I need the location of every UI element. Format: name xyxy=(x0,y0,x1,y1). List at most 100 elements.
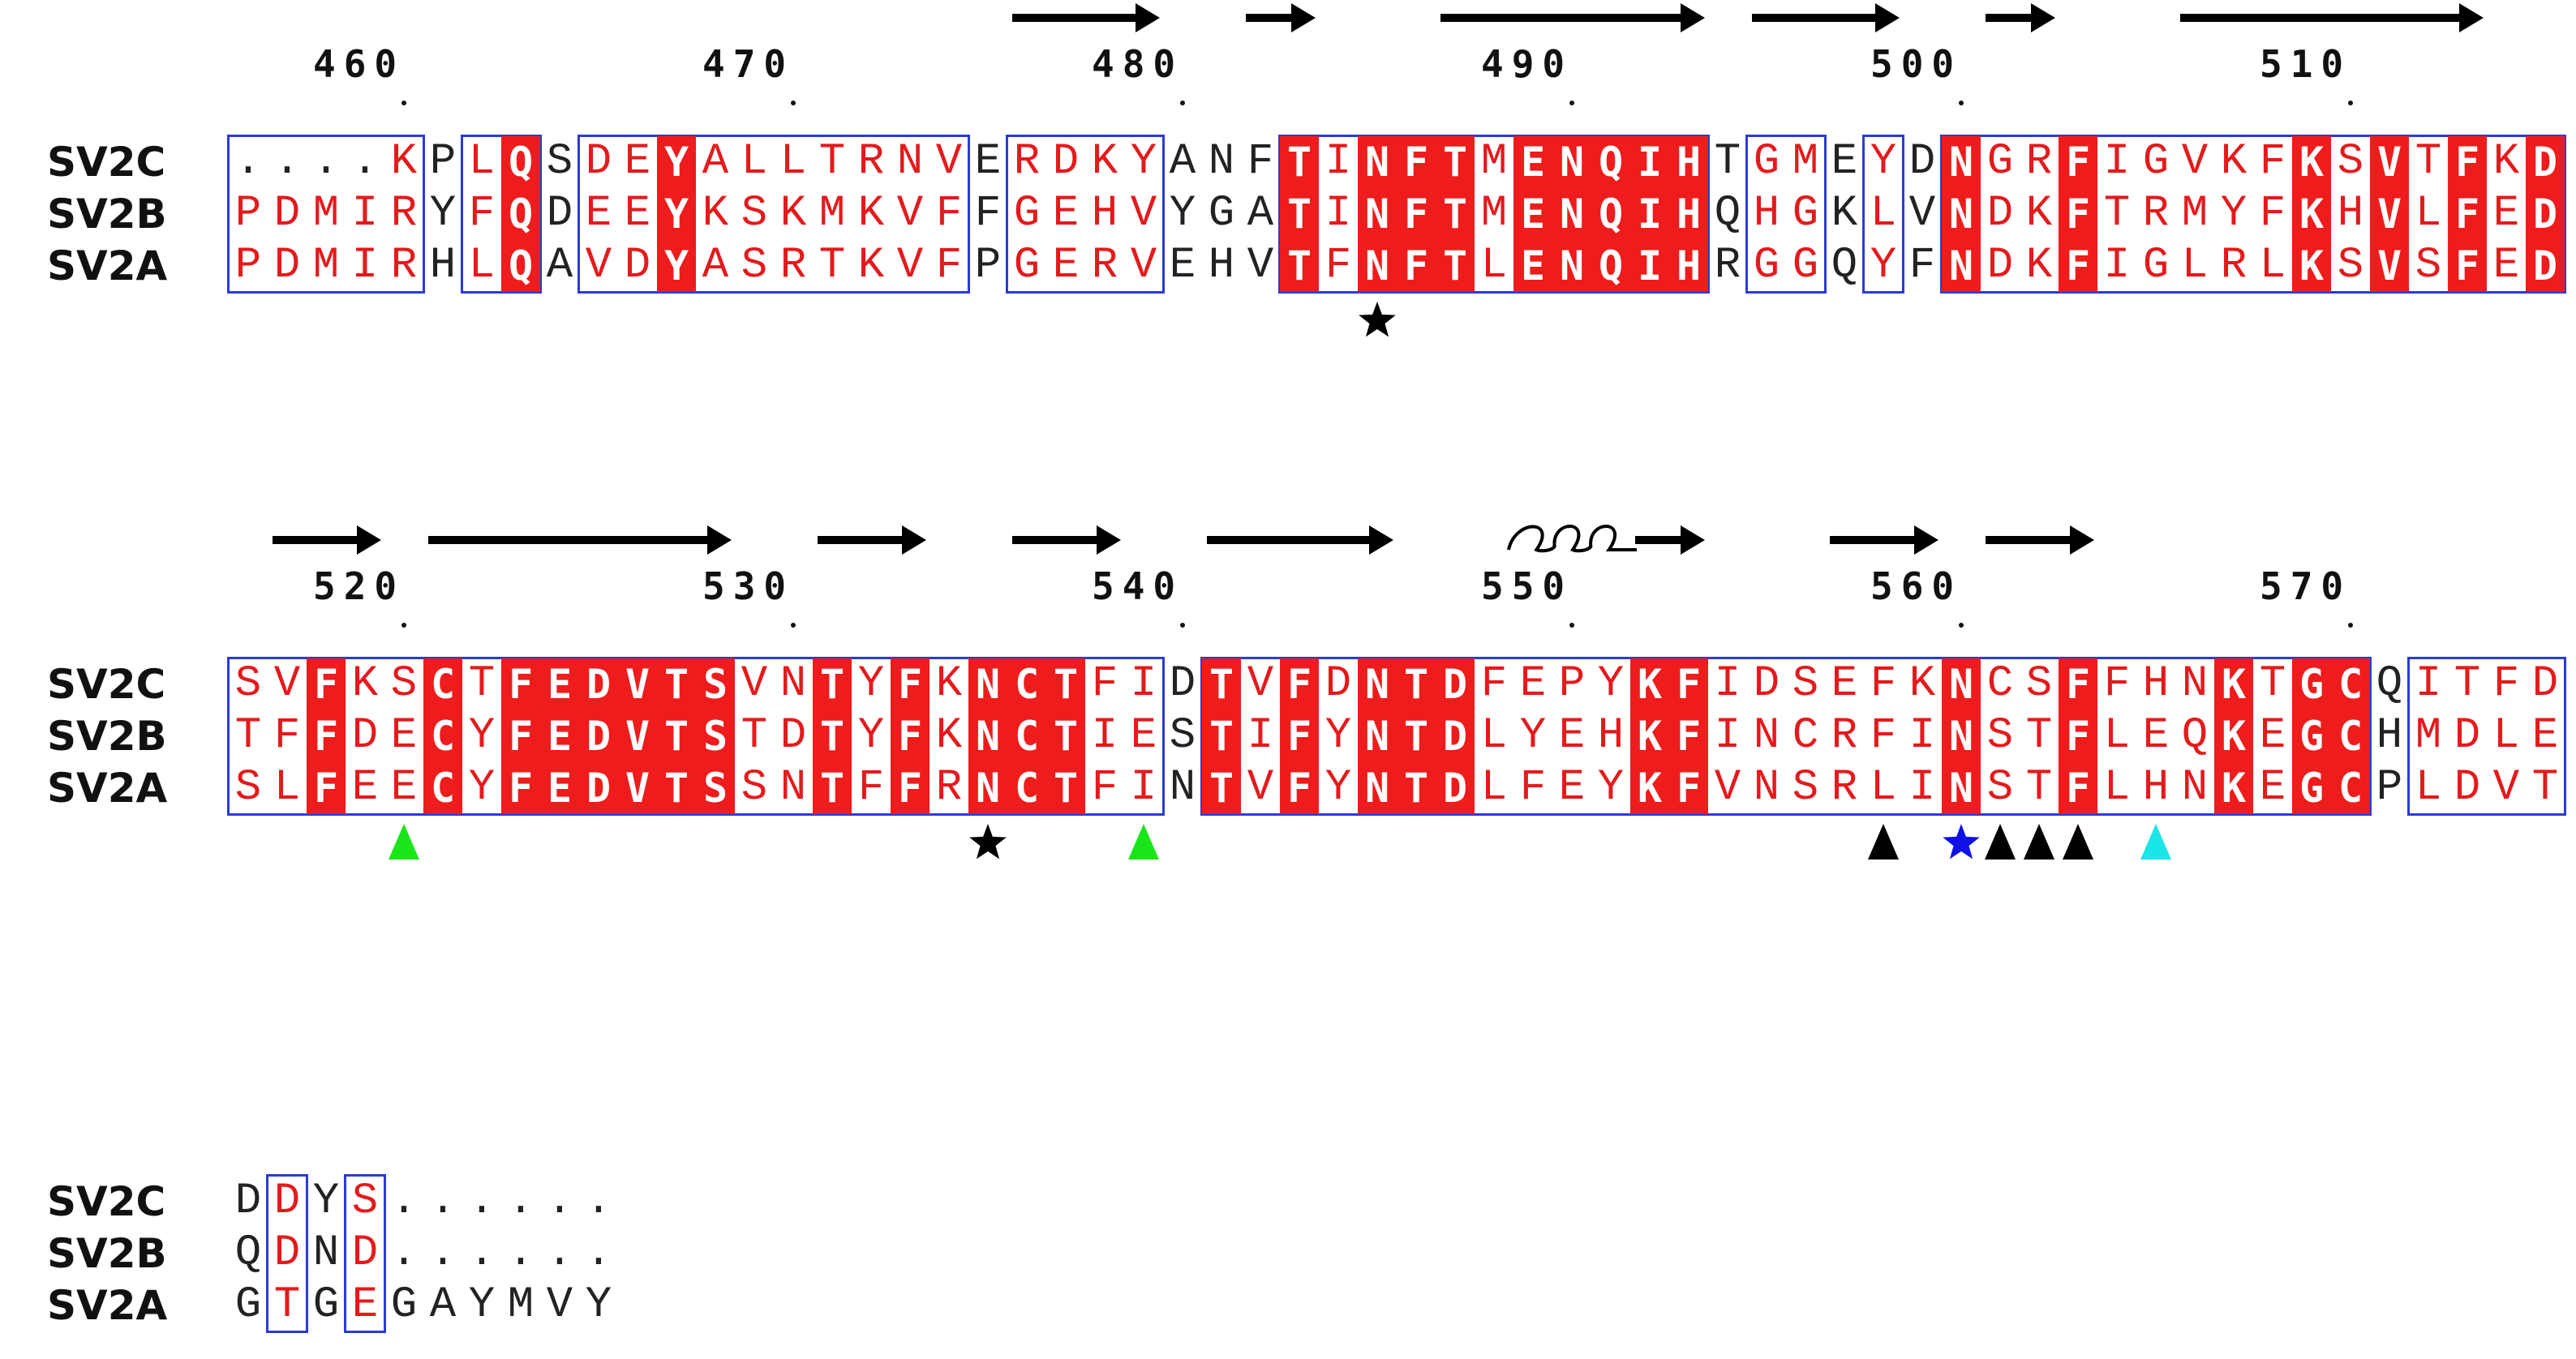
sequence-name-sv2c: SV2C xyxy=(47,661,166,708)
residue: D xyxy=(779,711,807,761)
residue: Q xyxy=(508,191,534,238)
residue: N xyxy=(1364,713,1390,760)
residue: V xyxy=(585,241,612,290)
residue: V xyxy=(273,659,301,709)
residue: S xyxy=(1986,711,2014,761)
residue: D xyxy=(1442,765,1468,812)
residue: T xyxy=(663,765,689,812)
residue: T xyxy=(1053,765,1079,812)
residue: N xyxy=(975,713,1001,760)
residue: V xyxy=(2492,763,2520,812)
residue: Y xyxy=(663,139,689,186)
residue: . xyxy=(468,1177,496,1226)
residue: L xyxy=(2103,711,2131,761)
residue: H xyxy=(429,241,457,290)
sequence-name-sv2b: SV2B xyxy=(47,191,167,238)
residue: T xyxy=(1286,139,1312,186)
beta-strand-arrow xyxy=(273,525,381,555)
residue: Q xyxy=(508,242,534,289)
residue: N xyxy=(1948,139,1974,186)
residue: R xyxy=(390,189,418,238)
residue: Q xyxy=(2376,659,2403,709)
residue: F xyxy=(2454,191,2480,238)
residue: P xyxy=(2376,763,2403,812)
residue: D xyxy=(2454,711,2481,761)
residue: E xyxy=(585,189,612,238)
sequence-name-sv2c: SV2C xyxy=(47,1178,166,1225)
residue: C xyxy=(1014,661,1040,708)
residue: Q xyxy=(1714,189,1741,238)
triangle-marker xyxy=(2024,824,2054,860)
residue: F xyxy=(2454,139,2480,186)
identical-block xyxy=(1202,658,1241,814)
residue: T xyxy=(819,713,845,760)
residue: Y xyxy=(429,189,457,238)
residue: E xyxy=(351,763,379,812)
alpha-helix-coil xyxy=(1507,525,1637,553)
residue: K xyxy=(935,711,963,761)
residue: F xyxy=(1519,763,1547,812)
residue: F xyxy=(2259,137,2286,186)
residue: N xyxy=(896,137,924,186)
residue-number: 550 xyxy=(1481,564,1574,608)
residue: F xyxy=(897,661,923,708)
residue: K xyxy=(2025,241,2053,290)
residue: I xyxy=(1324,137,1352,186)
number-tick xyxy=(791,101,796,105)
residue: T xyxy=(1403,713,1429,760)
residue: D xyxy=(1324,659,1352,709)
residue: S xyxy=(702,713,728,760)
residue: K xyxy=(2299,139,2325,186)
residue: I xyxy=(1908,763,1936,812)
residue: A xyxy=(1247,189,1274,238)
residue: N xyxy=(1948,661,1974,708)
residue: T xyxy=(1053,713,1079,760)
residue: D xyxy=(586,765,612,812)
residue: D xyxy=(273,1228,301,1278)
sequence-name-sv2b: SV2B xyxy=(47,1230,167,1277)
conservation-box xyxy=(1940,135,2566,294)
residue: G xyxy=(1013,241,1041,290)
residue: M xyxy=(2415,711,2442,761)
residue: E xyxy=(351,1280,379,1330)
residue: A xyxy=(1169,137,1196,186)
residue: G xyxy=(2299,713,2325,760)
residue: I xyxy=(2415,659,2442,709)
triangle-marker xyxy=(1128,824,1159,860)
number-tick xyxy=(401,101,406,105)
triangle-marker xyxy=(389,824,419,860)
residue: E xyxy=(2492,189,2520,238)
residue: C xyxy=(430,765,456,812)
residue: N xyxy=(1364,765,1390,812)
residue: V xyxy=(1908,189,1936,238)
beta-strand-arrow xyxy=(1986,525,2094,555)
residue: F xyxy=(897,713,923,760)
residue: I xyxy=(1130,763,1157,812)
residue: Y xyxy=(468,1280,496,1330)
residue: E xyxy=(1558,763,1586,812)
identical-block xyxy=(1280,136,1319,292)
identical-block xyxy=(2292,136,2331,292)
residue: C xyxy=(2338,661,2363,708)
residue: D xyxy=(586,713,612,760)
residue: K xyxy=(1091,137,1118,186)
residue: M xyxy=(312,189,340,238)
residue: T xyxy=(2454,659,2481,709)
residue: S xyxy=(702,765,728,812)
residue: K xyxy=(857,241,885,290)
residue: Y xyxy=(1870,137,1897,186)
residue: S xyxy=(741,763,768,812)
residue: T xyxy=(273,1280,301,1330)
residue: S xyxy=(2025,659,2053,709)
residue: E xyxy=(1831,137,1858,186)
residue: D xyxy=(2532,139,2558,186)
beta-strand-arrow xyxy=(818,525,926,555)
residue: R xyxy=(1831,711,1858,761)
residue: V xyxy=(625,713,650,760)
residue: M xyxy=(2181,189,2209,238)
conservation-box xyxy=(266,1174,308,1333)
residue: L xyxy=(1480,711,1508,761)
residue: F xyxy=(897,765,923,812)
residue: V xyxy=(896,189,924,238)
residue: M xyxy=(1792,137,1819,186)
